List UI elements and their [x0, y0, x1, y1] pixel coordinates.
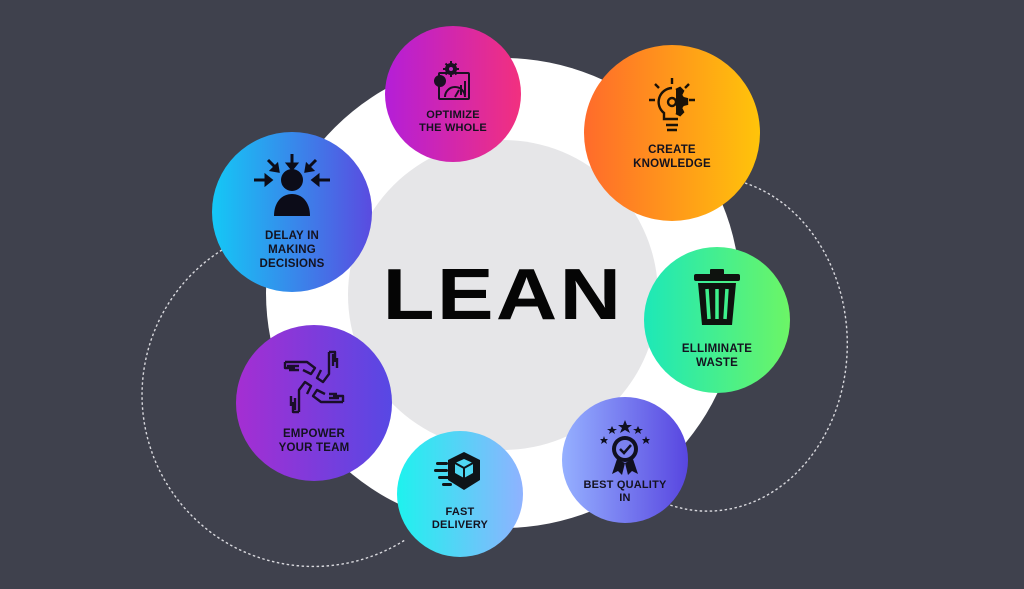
principle-delay-decisions: DELAY IN MAKING DECISIONS [212, 132, 372, 292]
award-ribbon-stars-icon [600, 419, 650, 475]
lightbulb-gear-icon [649, 78, 695, 132]
principle-best-quality: BEST QUALITY IN [562, 397, 688, 523]
principle-optimize-the-whole: OPTIMIZE THE WHOLE [385, 26, 521, 162]
trash-bin-icon [694, 269, 740, 326]
principle-fast-delivery: FAST DELIVERY [397, 431, 523, 557]
principle-label: DELAY IN MAKING DECISIONS [259, 230, 325, 270]
core-title: LEAN [382, 255, 624, 335]
principle-label: ELLIMINATE WASTE [681, 343, 753, 369]
principle-label: FAST DELIVERY [431, 505, 489, 531]
gear-gauge-chart-icon [434, 60, 470, 100]
principle-empower-team: EMPOWER YOUR TEAM [236, 325, 392, 481]
joined-hands-icon [283, 351, 345, 414]
fast-box-delivery-icon [434, 451, 480, 490]
person-arrows-icon [254, 154, 330, 217]
principle-eliminate-waste: ELLIMINATE WASTE [644, 247, 790, 393]
principle-create-knowledge: CREATE KNOWLEDGE [584, 45, 760, 221]
principle-label: CREATE KNOWLEDGE [633, 144, 711, 170]
principle-label: BEST QUALITY IN [583, 478, 667, 504]
principle-label: EMPOWER YOUR TEAM [278, 428, 350, 454]
principle-label: OPTIMIZE THE WHOLE [419, 108, 487, 134]
